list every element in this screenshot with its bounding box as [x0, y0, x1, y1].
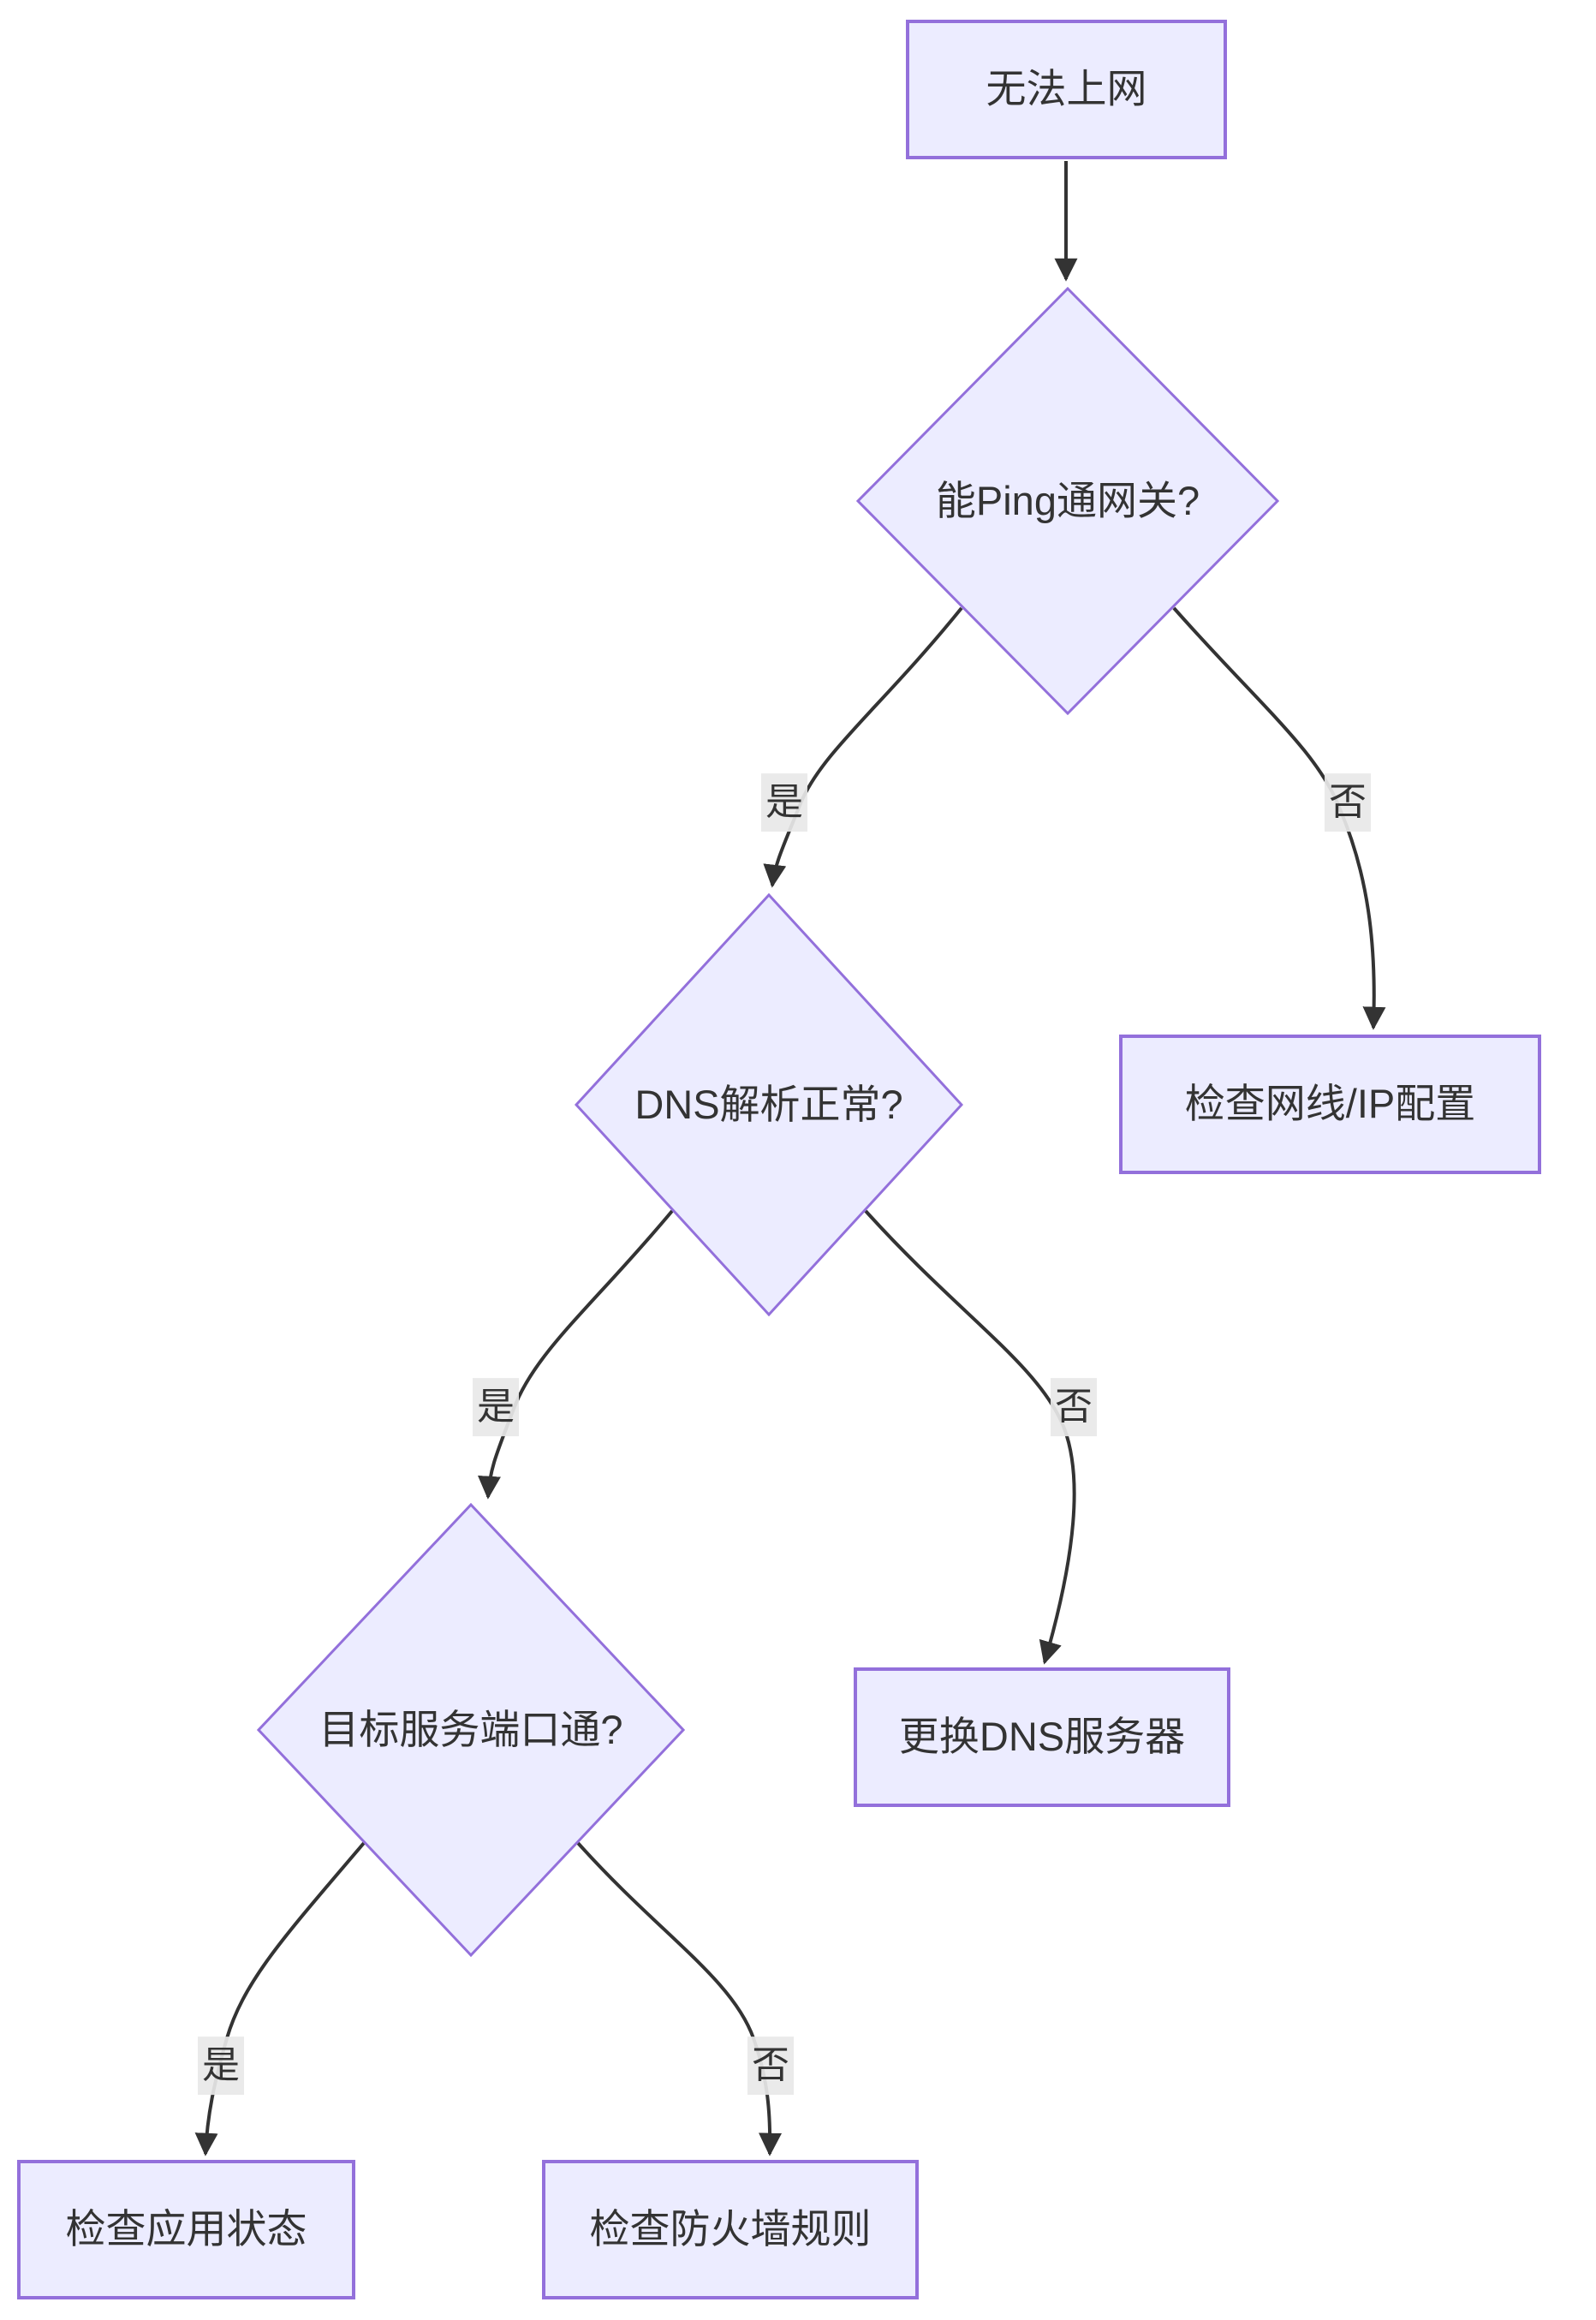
edge-label-ping-no: 否	[1325, 773, 1371, 832]
node-check-cable-ip-label: 检查网线/IP配置	[1184, 1081, 1476, 1127]
edge-dns-yes	[477, 1209, 674, 1500]
diamond-shape-ping-gateway	[856, 287, 1279, 715]
edge-label-dns-no: 否	[1051, 1378, 1097, 1436]
node-start: 无法上网	[906, 20, 1227, 159]
edge-label-port-yes: 是	[198, 2037, 244, 2095]
edge-label-dns-yes: 是	[473, 1378, 519, 1436]
node-change-dns-label: 更换DNS服务器	[898, 1714, 1186, 1760]
node-port-open-label: 目标服务端口通?	[319, 1706, 623, 1752]
edge-label-ping-yes: 是	[761, 773, 807, 832]
node-dns-ok-label: DNS解析正常?	[634, 1081, 903, 1127]
node-port-open: 目标服务端口通?	[257, 1503, 685, 1957]
node-check-firewall-label: 检查防火墙规则	[589, 2206, 872, 2252]
edge-label-port-no: 否	[747, 2037, 794, 2095]
node-ping-gateway: 能Ping通网关?	[856, 287, 1279, 715]
node-change-dns: 更换DNS服务器	[854, 1667, 1230, 1807]
node-dns-ok: DNS解析正常?	[575, 893, 963, 1316]
node-check-cable-ip: 检查网线/IP配置	[1119, 1035, 1541, 1174]
edge-ping-gateway-yes	[763, 606, 963, 888]
diamond-shape-port-open	[257, 1503, 685, 1957]
diamond-shape-dns-ok	[575, 893, 963, 1316]
node-start-label: 无法上网	[986, 66, 1147, 112]
edge-port-no	[576, 1841, 783, 2156]
node-ping-gateway-label: 能Ping通网关?	[935, 477, 1200, 523]
node-check-app: 检查应用状态	[17, 2160, 355, 2299]
edge-port-yes	[194, 1841, 366, 2156]
node-check-firewall: 检查防火墙规则	[542, 2160, 919, 2299]
node-check-app-label: 检查应用状态	[65, 2206, 307, 2252]
